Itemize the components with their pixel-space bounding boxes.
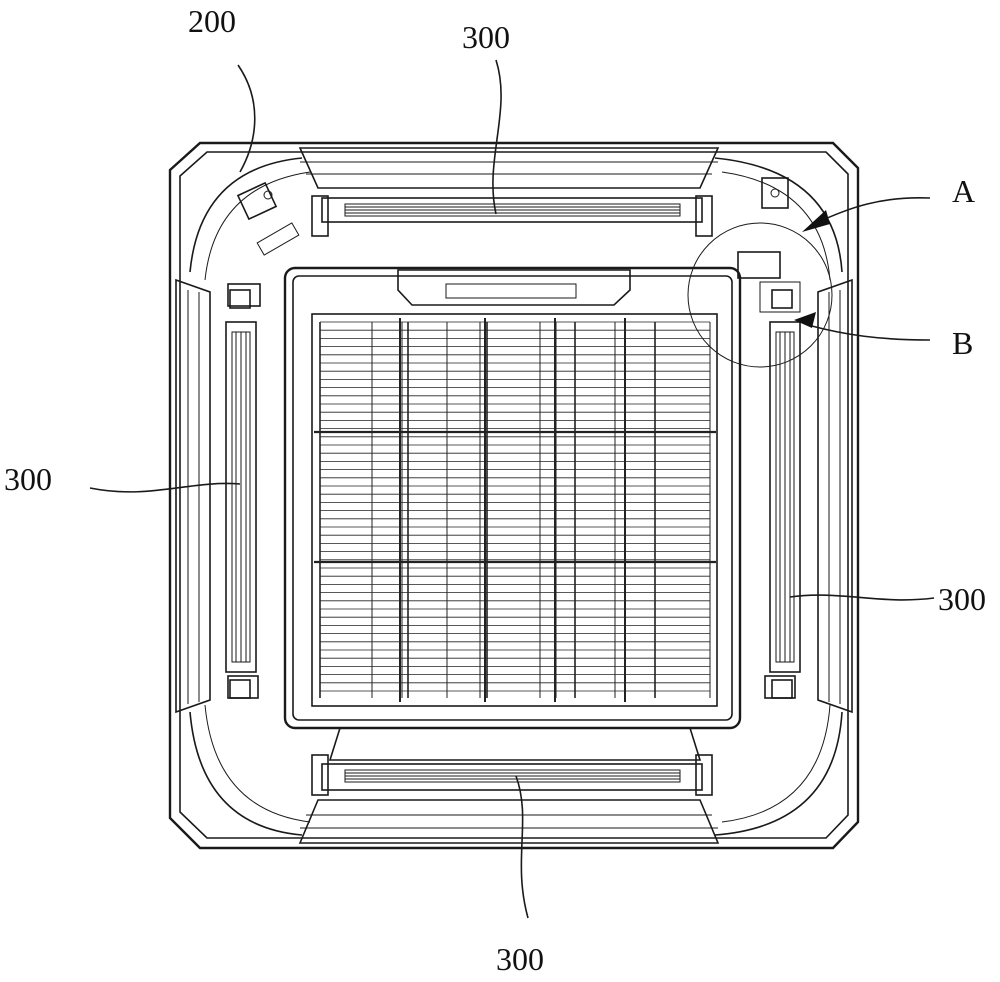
arrowheads xyxy=(794,210,830,328)
label-louver-top-300: 300 xyxy=(462,19,510,55)
detail-circle xyxy=(687,222,833,368)
right-louver xyxy=(769,278,853,714)
filter-grid xyxy=(314,318,716,702)
arrow-a-icon xyxy=(802,210,830,232)
left-louver xyxy=(175,278,257,714)
arrow-b-icon xyxy=(794,312,816,328)
bottom-louver xyxy=(298,727,720,844)
label-louver-right-300: 300 xyxy=(938,581,986,617)
top-louver xyxy=(298,147,720,237)
label-louver-left-300: 300 xyxy=(4,461,52,497)
corner-arcs xyxy=(189,157,843,836)
label-louver-bottom-300: 300 xyxy=(496,941,544,977)
leader-lines xyxy=(89,59,935,919)
corner-brackets xyxy=(227,177,801,699)
label-detail-b: B xyxy=(952,325,973,361)
panel-frame xyxy=(168,141,860,850)
label-detail-a: A xyxy=(952,173,975,209)
label-panel-200: 200 xyxy=(188,3,236,39)
grille-frame xyxy=(283,266,742,730)
